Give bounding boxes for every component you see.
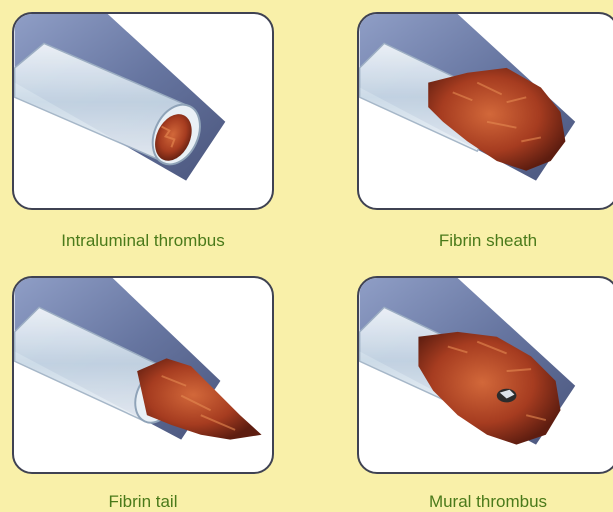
catheter-illustration bbox=[14, 14, 272, 208]
thrombus bbox=[418, 332, 560, 445]
catheter-illustration bbox=[359, 14, 613, 208]
caption-fibrin-sheath: Fibrin sheath bbox=[357, 231, 613, 251]
illustration-mural-thrombus bbox=[357, 276, 613, 474]
catheter-illustration bbox=[14, 278, 272, 472]
illustration-fibrin-sheath bbox=[357, 12, 613, 210]
caption-intraluminal-thrombus: Intraluminal thrombus bbox=[12, 231, 274, 251]
illustration-intraluminal-thrombus bbox=[12, 12, 274, 210]
caption-mural-thrombus: Mural thrombus bbox=[357, 492, 613, 512]
caption-fibrin-tail: Fibrin tail bbox=[12, 492, 274, 512]
illustration-fibrin-tail bbox=[12, 276, 274, 474]
thrombus bbox=[428, 68, 565, 171]
catheter-illustration bbox=[359, 278, 613, 472]
